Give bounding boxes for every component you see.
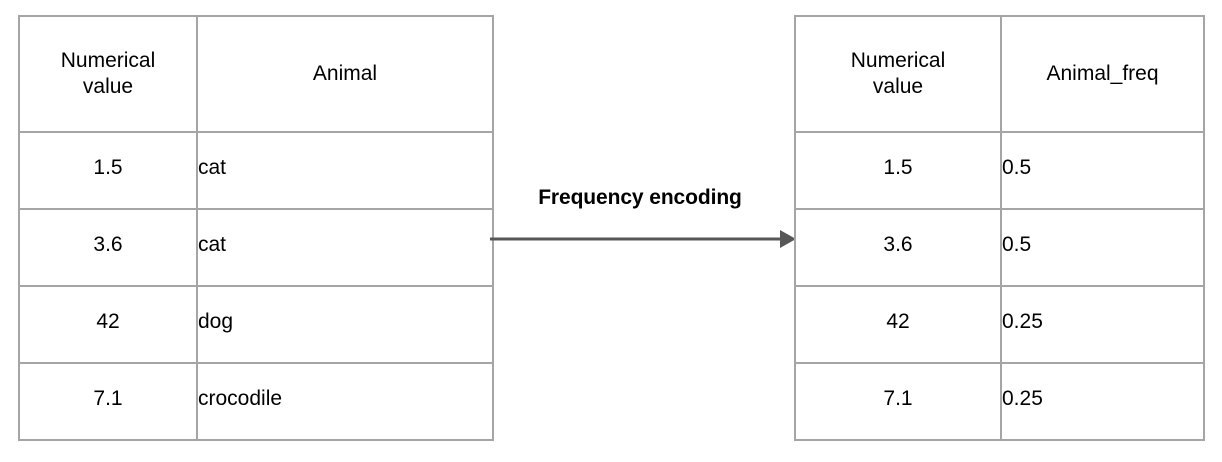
source-header-numerical-value: Numerical value (18, 15, 198, 133)
encoded-cell-freq: 0.5 (1000, 131, 1205, 210)
source-cell-animal: crocodile (196, 362, 494, 441)
transform-label: Frequency encoding (538, 186, 742, 209)
encoded-cell-value: 42 (794, 285, 1002, 364)
encoded-cell-value: 7.1 (794, 362, 1002, 441)
encoded-header-numerical-value: Numerical value (794, 15, 1002, 133)
table-header-row: Numerical value Animal_freq (794, 15, 1205, 133)
source-cell-animal: cat (196, 208, 494, 287)
table-row: 7.1 crocodile (18, 362, 494, 441)
source-table: Numerical value Animal 1.5 cat 3.6 cat 4… (18, 15, 494, 441)
encoded-cell-value: 1.5 (794, 131, 1002, 210)
table-row: 42 0.25 (794, 285, 1205, 364)
header-line-1: Numerical (850, 49, 946, 72)
table-row: 7.1 0.25 (794, 362, 1205, 441)
source-cell-value: 1.5 (18, 131, 198, 210)
source-header-animal: Animal (196, 15, 494, 133)
source-cell-value: 3.6 (18, 208, 198, 287)
table-row: 1.5 cat (18, 131, 494, 210)
table-row: 3.6 0.5 (794, 208, 1205, 287)
header-line-1: Numerical (60, 49, 156, 72)
table-row: 3.6 cat (18, 208, 494, 287)
source-cell-value: 42 (18, 285, 198, 364)
table-header-row: Numerical value Animal (18, 15, 494, 133)
table-row: 42 dog (18, 285, 494, 364)
encoded-cell-freq: 0.25 (1000, 285, 1205, 364)
encoded-cell-freq: 0.5 (1000, 208, 1205, 287)
source-cell-value: 7.1 (18, 362, 198, 441)
encoded-cell-value: 3.6 (794, 208, 1002, 287)
right-arrow-icon (490, 230, 796, 248)
table-row: 1.5 0.5 (794, 131, 1205, 210)
encoded-header-animal-freq: Animal_freq (1000, 15, 1205, 133)
header-line-2: value (872, 75, 924, 98)
source-cell-animal: cat (196, 131, 494, 210)
header-line-1: Animal (312, 62, 378, 85)
encoded-cell-freq: 0.25 (1000, 362, 1205, 441)
transform-annotation: Frequency encoding (480, 186, 800, 266)
source-cell-animal: dog (196, 285, 494, 364)
header-line-1: Animal_freq (1046, 62, 1159, 85)
encoded-table: Numerical value Animal_freq 1.5 0.5 3.6 … (794, 15, 1205, 441)
header-line-2: value (82, 75, 134, 98)
